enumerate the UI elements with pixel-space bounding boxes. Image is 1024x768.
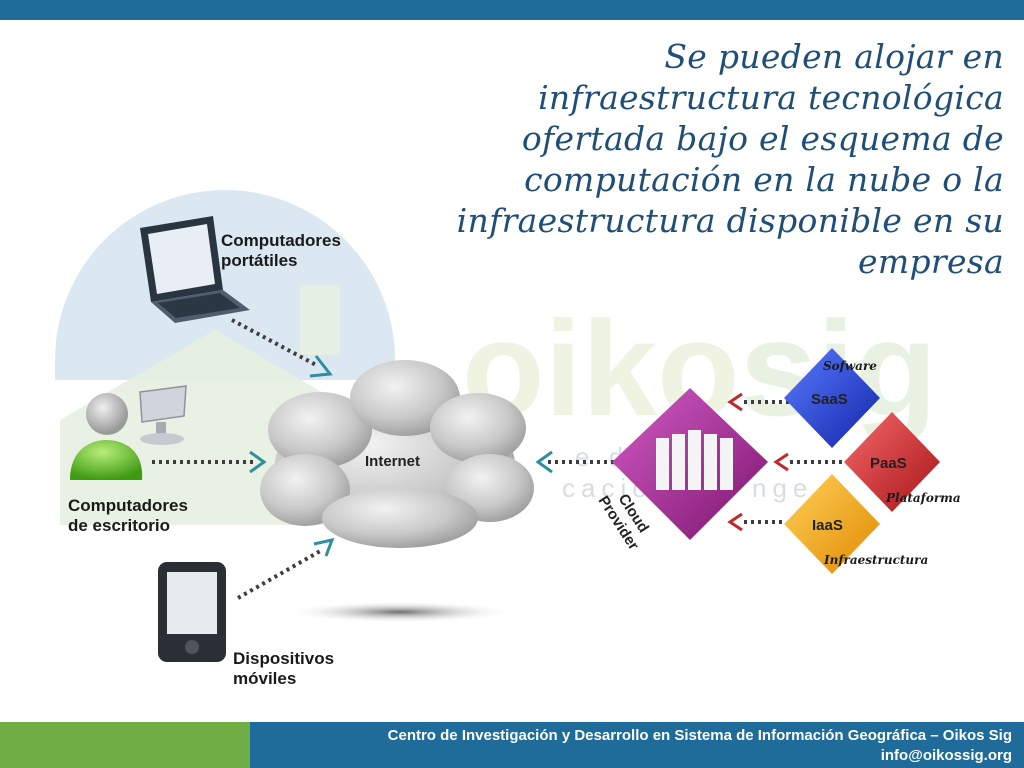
desktop-node: Computadores de escritorio xyxy=(68,385,188,535)
mobile-label-line2: móviles xyxy=(233,669,296,688)
saas-diamond xyxy=(784,348,880,448)
laptop-label-line2: portátiles xyxy=(221,251,298,270)
paas-node: PaaS Plataforma xyxy=(844,412,961,512)
footer-accent xyxy=(0,722,250,768)
internet-cloud: Internet xyxy=(260,360,534,623)
top-bar xyxy=(0,0,1024,20)
arrow-mobile-to-internet xyxy=(237,537,335,600)
internet-label: Internet xyxy=(365,453,420,470)
mobile-label-line1: Dispositivos xyxy=(233,649,334,668)
iaas-diamond xyxy=(784,474,880,574)
arrow-provider-to-internet xyxy=(535,450,618,474)
laptop-label-line1: Computadores xyxy=(221,231,341,250)
desktop-icon xyxy=(139,385,187,445)
arrow-paas-to-provider xyxy=(773,452,846,472)
arrow-saas-to-provider xyxy=(727,392,790,412)
footer-line1: Centro de Investigación y Desarrollo en … xyxy=(387,727,1012,744)
laptop-node: Computadores portátiles xyxy=(140,216,341,323)
laptop-icon xyxy=(140,216,250,323)
footer-text: Centro de Investigación y Desarrollo en … xyxy=(388,726,1012,766)
watermark-chimney xyxy=(300,285,340,355)
saas-label: SaaS xyxy=(811,391,848,408)
watermark-tagline-a: e d xyxy=(575,442,629,472)
desktop-label-line1: Computadores xyxy=(68,496,188,515)
paas-diamond xyxy=(844,412,940,512)
footer-email-link[interactable]: info@oikossig.org xyxy=(880,747,1012,764)
server-rack-icon xyxy=(656,430,733,490)
iaas-node: IaaS Infraestructura xyxy=(784,474,928,574)
saas-node: SaaS Sofware xyxy=(784,348,880,448)
arrow-iaas-to-provider xyxy=(727,512,786,532)
desktop-label-line2: de escritorio xyxy=(68,516,170,535)
user-icon xyxy=(70,393,143,480)
arrow-laptop-to-internet xyxy=(231,318,333,378)
iaas-tag: Infraestructura xyxy=(823,553,928,567)
headline: Se pueden alojar en infraestructura tecn… xyxy=(456,37,1004,281)
cloud-icon xyxy=(260,360,534,548)
paas-tag: Plataforma xyxy=(885,491,961,505)
mobile-device-icon xyxy=(158,562,226,662)
footer-bar: Centro de Investigación y Desarrollo en … xyxy=(0,722,1024,768)
cloud-shadow xyxy=(285,601,515,623)
watermark-tagline-c: nge xyxy=(752,473,813,503)
saas-tag: Sofware xyxy=(823,359,877,373)
arrow-desktop-to-internet xyxy=(152,450,267,474)
iaas-label: IaaS xyxy=(812,517,843,534)
mobile-node: Dispositivos móviles xyxy=(158,562,334,688)
paas-label: PaaS xyxy=(870,455,907,472)
